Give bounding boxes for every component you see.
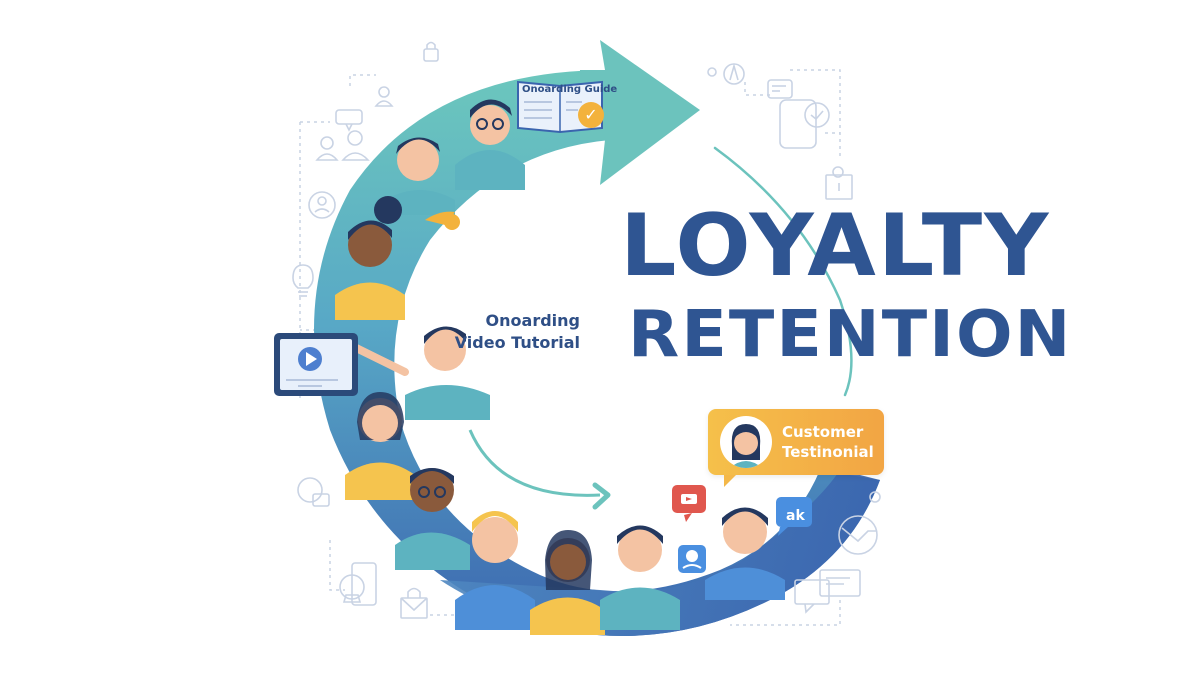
- compass-icon: [707, 63, 745, 85]
- right-thin-arc: [713, 146, 853, 397]
- gift-box-icon: [825, 166, 853, 200]
- video-tutorial-tablet-icon: [274, 333, 358, 396]
- decor-outline-icons: [292, 41, 881, 619]
- phone-heart-icon: [339, 562, 377, 606]
- social-like-icon: ak: [776, 497, 812, 536]
- chat-icon: [335, 109, 363, 132]
- headline-loyalty: LOYALTY: [620, 196, 1051, 296]
- lock-icon: [423, 41, 439, 62]
- mail-bag-icon: [400, 587, 428, 619]
- person-2: [335, 196, 405, 320]
- cycle-arrowhead: [580, 40, 700, 185]
- users-icon: [315, 130, 370, 161]
- testimonial-label: Customer Testinonial: [782, 422, 874, 462]
- globe-chat-icon: [297, 477, 330, 507]
- message-icon: [767, 79, 793, 99]
- person-8: [705, 507, 785, 600]
- check-badge-icon: ✓: [578, 102, 604, 128]
- customer-testimonial-callout: Customer Testinonial: [708, 409, 884, 487]
- testimonial-line2: Testinonial: [782, 443, 874, 461]
- onboarding-guide-label: Onoarding Guide: [522, 84, 618, 95]
- profile-icon: [308, 191, 336, 219]
- youtube-icon: [672, 485, 706, 522]
- speech-tail: [724, 475, 736, 487]
- person-pointing-video: [336, 326, 490, 420]
- person-3: [345, 392, 415, 500]
- onboarding-guide-callout: Onoarding Guide ✓: [516, 80, 617, 130]
- person-7: [600, 525, 680, 630]
- person-5: [455, 511, 535, 630]
- lightbulb-icon: [292, 264, 314, 297]
- person-4: [395, 468, 470, 570]
- inner-arrow-curve: [468, 429, 601, 497]
- chat-bubbles-icon: [794, 569, 861, 614]
- pie-chart-icon: [838, 491, 881, 555]
- badge-check-icon: [779, 99, 830, 149]
- video-tutorial-line1: Onoarding: [485, 311, 580, 330]
- testimonial-line1: Customer: [782, 423, 864, 441]
- people-group: [335, 99, 785, 635]
- person-guide-reader: [455, 99, 525, 190]
- headline-retention: RETENTION: [628, 298, 1073, 372]
- video-tutorial-line2: Video Tutorial: [454, 333, 580, 352]
- svg-text:ak: ak: [786, 508, 805, 524]
- user-icon: [374, 86, 394, 107]
- person-6: [530, 530, 605, 635]
- support-icon: [678, 545, 706, 573]
- highlight-spark-icon: [425, 211, 460, 230]
- person-1: [385, 137, 455, 215]
- video-tutorial-label: Onoarding Video Tutorial: [454, 310, 580, 354]
- testimonial-avatar: [720, 416, 772, 468]
